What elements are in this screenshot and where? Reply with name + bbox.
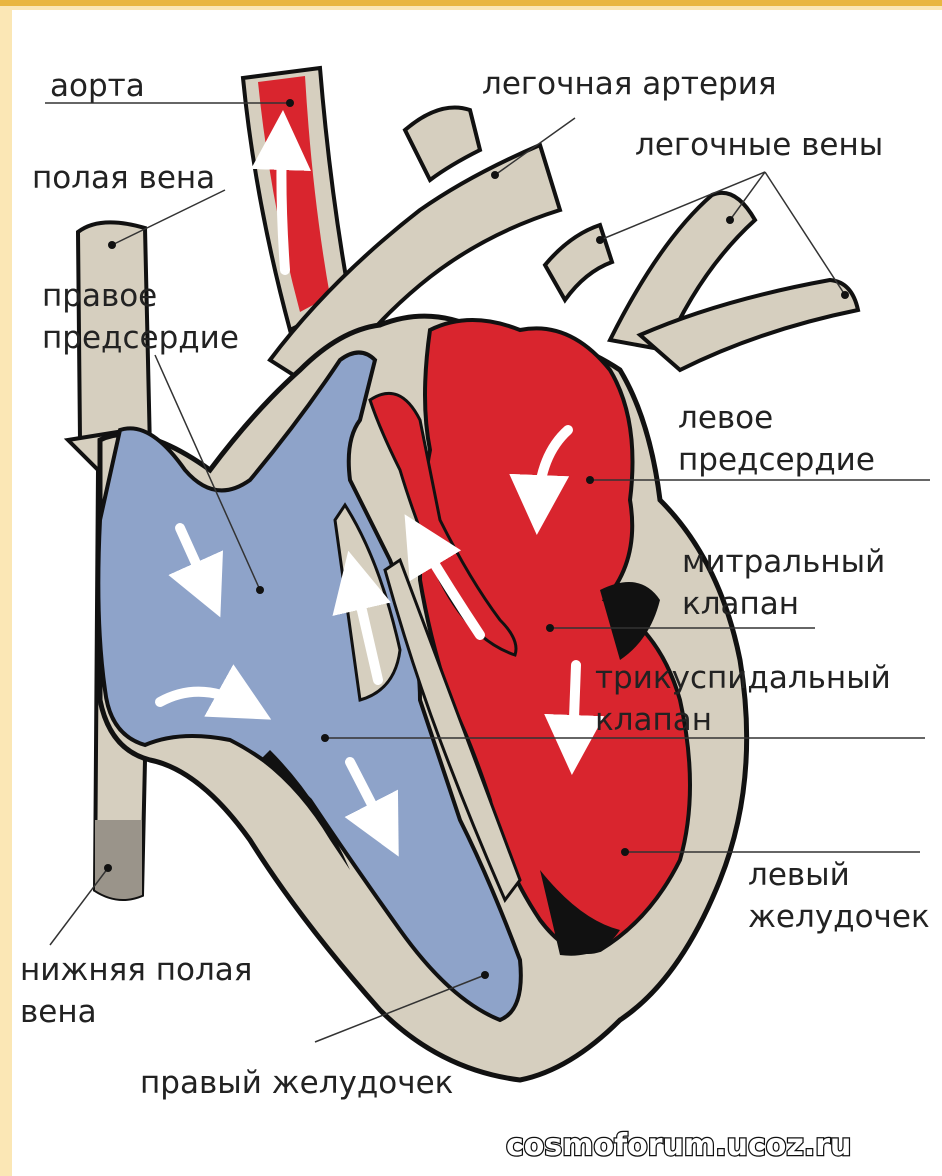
pulmonary-veins-vessel	[545, 193, 858, 370]
label-vena-cava: полая вена	[32, 160, 215, 196]
label-tricuspid-2: клапан	[595, 702, 712, 738]
label-left-ventricle-1: левый	[748, 857, 850, 893]
leader-inferior-vena-cava	[50, 868, 108, 945]
label-right-ventricle: правый желудочек	[140, 1065, 453, 1101]
label-right-atrium-2: предсердие	[42, 320, 239, 356]
label-left-atrium-2: предсердие	[678, 442, 875, 478]
label-left-atrium-1: левое	[678, 400, 773, 436]
label-inferior-vena-cava-2: вена	[20, 994, 97, 1030]
label-tricuspid-1: трикуспидальный	[595, 660, 891, 696]
label-mitral-1: митральный	[682, 544, 885, 580]
watermark: cosmoforum.ucoz.ru	[506, 1128, 851, 1163]
label-pulmonary-veins: легочные вены	[635, 127, 883, 163]
label-pulmonary-artery: легочная артерия	[482, 66, 777, 102]
label-inferior-vena-cava-1: нижняя полая	[20, 952, 252, 988]
label-right-atrium-1: правое	[42, 278, 157, 314]
label-mitral-2: клапан	[682, 586, 799, 622]
label-aorta: аорта	[50, 68, 145, 104]
leader-pulmonary-vein-3	[765, 172, 845, 295]
leader-vena-cava	[112, 190, 225, 245]
label-left-ventricle-2: желудочек	[748, 899, 930, 935]
